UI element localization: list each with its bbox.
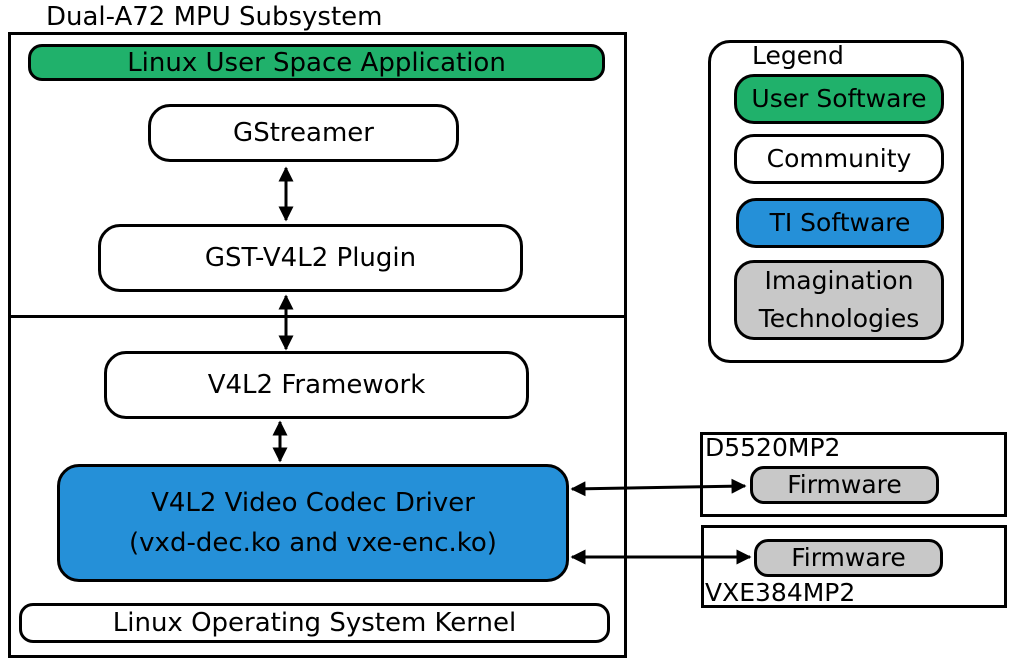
encoder-firmware-box: Firmware [754,539,943,577]
v4l2-video-codec-driver-box: V4L2 Video Codec Driver (vxd-dec.ko and … [57,464,569,582]
v4l2-framework-box: V4L2 Framework [104,351,529,419]
legend-imagination-line2: Technologies [758,304,920,333]
legend-frame [708,40,964,363]
arrow-driver-decoder [570,478,747,497]
decoder-firmware-box: Firmware [750,466,939,504]
legend-imagination-line1: Imagination [764,266,914,295]
subsystem-frame [8,32,627,658]
legend-community: Community [734,134,944,184]
user-kernel-divider [8,315,627,318]
gstreamer-box: GStreamer [148,104,459,162]
subsystem-title: Dual-A72 MPU Subsystem [46,2,383,32]
codec-driver-modules: (vxd-dec.ko and vxe-enc.ko) [129,528,497,558]
user-space-application: Linux User Space Application [28,44,605,81]
legend-imagination-technologies: Imagination Technologies [734,260,944,340]
legend-ti-software: TI Software [736,198,944,248]
encoder-block [701,525,1007,608]
codec-driver-title: V4L2 Video Codec Driver [151,488,475,518]
decoder-name: D5520MP2 [705,433,841,462]
legend-user-software: User Software [734,74,944,124]
decoder-block [700,432,1007,517]
linux-kernel-box: Linux Operating System Kernel [19,603,610,643]
encoder-name: VXE384MP2 [705,578,856,607]
legend-title: Legend [752,41,844,70]
gst-v4l2-plugin-box: GST-V4L2 Plugin [98,224,523,292]
